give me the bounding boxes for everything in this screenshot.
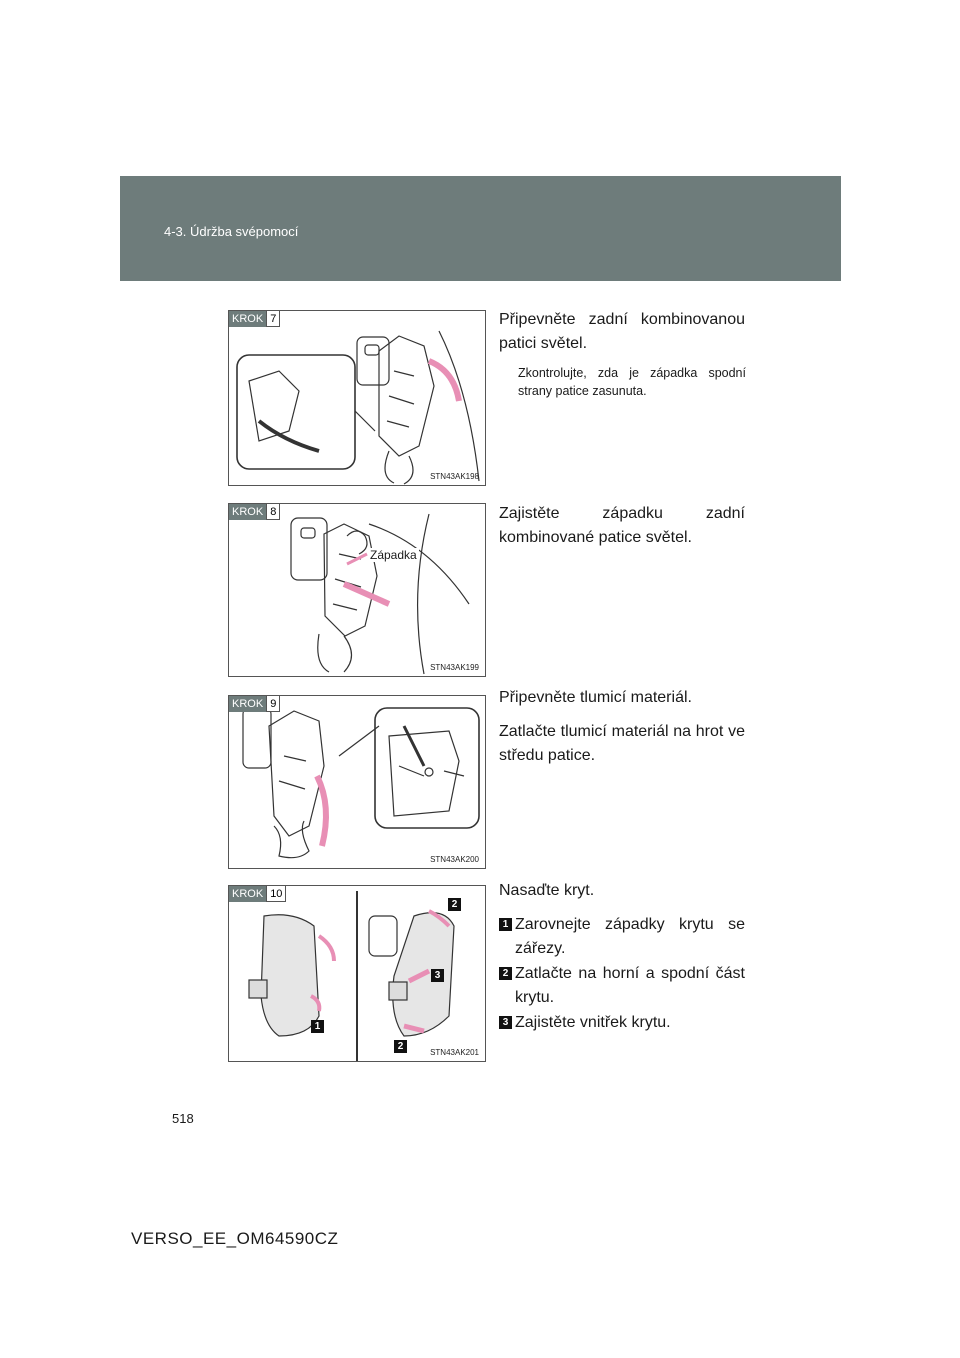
- step-9-figure: KROK 9 STN43AK200: [228, 695, 486, 869]
- step-7-title: Připevněte zadní kombinovanou patici svě…: [499, 311, 745, 352]
- step-7-figure: KROK 7 STN43AK198: [228, 310, 486, 486]
- step-9-text: Zatlačte tlumicí materiál na hrot ve stř…: [499, 723, 745, 764]
- marker-1: 1: [311, 1020, 324, 1033]
- substep-1: 1 Zarovnejte západky krytu se zářezy.: [499, 913, 745, 961]
- substep-badge: 2: [499, 967, 512, 980]
- substep-badge: 3: [499, 1016, 512, 1029]
- page-number: 518: [172, 1111, 194, 1126]
- substep-text: Zarovnejte západky krytu se zářezy.: [515, 916, 745, 957]
- substep-3: 3 Zajistěte vnitřek krytu.: [499, 1011, 745, 1035]
- marker-3: 3: [431, 969, 444, 982]
- zapadka-label: Západka: [368, 548, 419, 562]
- step-8-title: Zajistěte západku zadní kombinované pati…: [499, 505, 745, 546]
- marker-2-bottom: 2: [394, 1040, 407, 1053]
- image-code: STN43AK201: [430, 1048, 479, 1057]
- image-code: STN43AK199: [430, 663, 479, 672]
- step-10-title: Nasaďte kryt.: [499, 882, 595, 899]
- krok-badge: KROK 7: [229, 311, 281, 327]
- krok-badge: KROK 8: [229, 504, 281, 520]
- section-title: 4-3. Údržba svépomocí: [164, 224, 299, 239]
- substep-2: 2 Zatlačte na horní a spodní část krytu.: [499, 962, 745, 1010]
- step-8-figure: Západka KROK 8 STN43AK199: [228, 503, 486, 677]
- step-9-title: Připevněte tlumicí materiál.: [499, 689, 692, 706]
- marker-2-top: 2: [448, 898, 461, 911]
- krok-badge: KROK 10: [229, 886, 287, 902]
- step-10-figure: 2 3 1 2 KROK 10 STN43AK201: [228, 885, 486, 1062]
- image-code: STN43AK200: [430, 855, 479, 864]
- image-code: STN43AK198: [430, 472, 479, 481]
- substep-text: Zajistěte vnitřek krytu.: [515, 1014, 671, 1031]
- krok-badge: KROK 9: [229, 696, 281, 712]
- step-7-note: Zkontrolujte, zda je západka spodní stra…: [518, 366, 746, 398]
- section-header: 4-3. Údržba svépomocí: [120, 176, 841, 281]
- substep-badge: 1: [499, 918, 512, 931]
- substep-text: Zatlačte na horní a spodní část krytu.: [515, 965, 745, 1006]
- document-id: VERSO_EE_OM64590CZ: [131, 1229, 339, 1248]
